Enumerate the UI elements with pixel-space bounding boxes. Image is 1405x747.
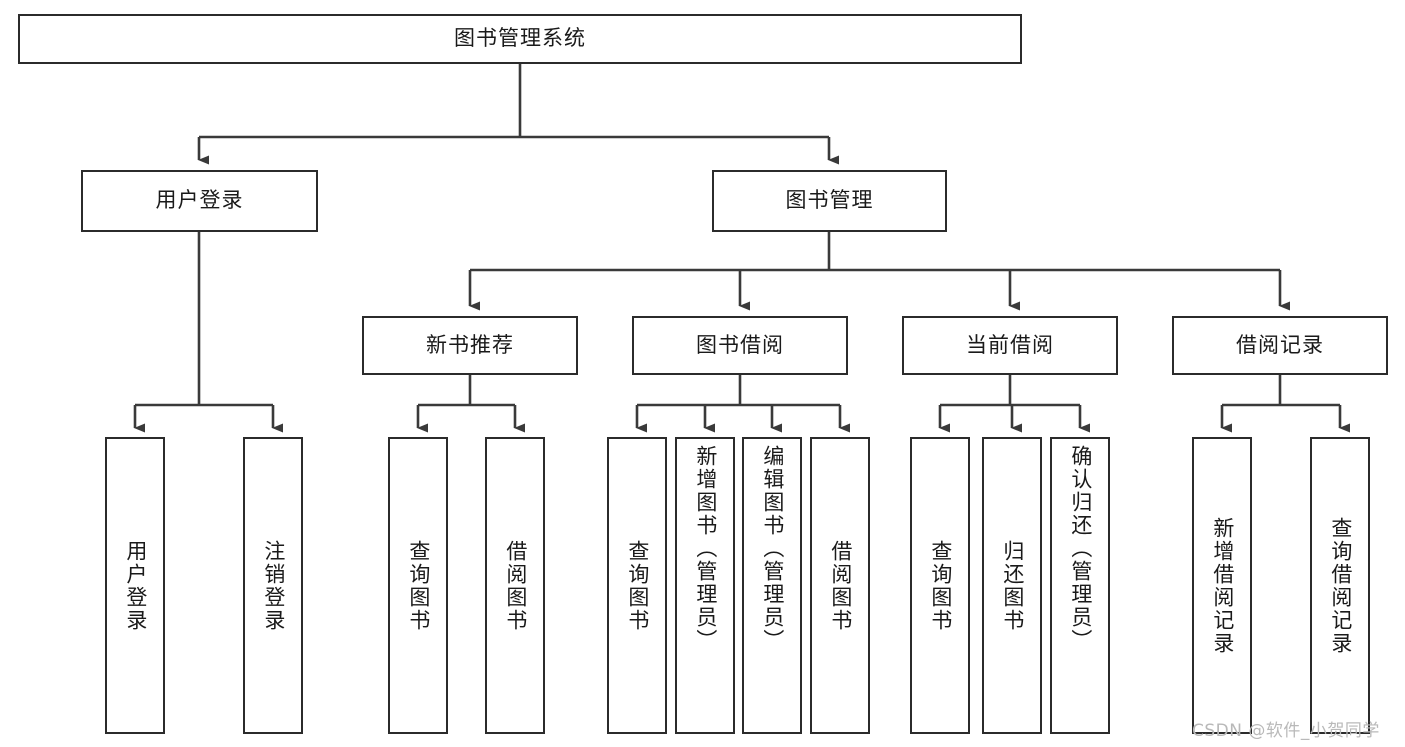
node-leaf-confirm-return-admin-label: 确认归还（管理员） [1068,445,1093,652]
node-user-login-label: 用户登录 [155,188,244,213]
node-book-borrow-label: 图书借阅 [696,332,784,357]
node-borrow-record[interactable]: 借阅记录 [1172,316,1388,375]
node-leaf-query-book-2[interactable]: 查询图书 [607,437,667,734]
node-book-manage-label: 图书管理 [785,188,874,213]
node-leaf-add-book-admin[interactable]: 新增图书（管理员） [675,437,735,734]
node-leaf-edit-book-admin-label: 编辑图书（管理员） [760,445,785,652]
node-root-label: 图书管理系统 [454,26,586,51]
node-leaf-return-book[interactable]: 归还图书 [982,437,1042,734]
node-leaf-edit-book-admin[interactable]: 编辑图书（管理员） [742,437,802,734]
node-root[interactable]: 图书管理系统 [18,14,1022,64]
node-leaf-query-book-1[interactable]: 查询图书 [388,437,448,734]
node-leaf-user-login-label: 用户登录 [123,539,148,632]
csdn-watermark-text: CSDN @软件_小贺同学 [1192,721,1380,741]
node-leaf-user-logout-label: 注销登录 [261,539,286,632]
node-new-book-recommend-label: 新书推荐 [426,332,514,357]
node-user-login[interactable]: 用户登录 [81,170,318,232]
node-borrow-record-label: 借阅记录 [1236,332,1324,357]
node-current-borrow[interactable]: 当前借阅 [902,316,1118,375]
node-leaf-add-book-admin-label: 新增图书（管理员） [693,445,718,652]
csdn-watermark: CSDN @软件_小贺同学 [1192,716,1380,741]
node-leaf-query-book-2-label: 查询图书 [625,539,650,632]
node-leaf-query-borrow-record[interactable]: 查询借阅记录 [1310,437,1370,734]
node-leaf-borrow-book-1[interactable]: 借阅图书 [485,437,545,734]
node-leaf-borrow-book-2-label: 借阅图书 [828,539,853,632]
node-new-book-recommend[interactable]: 新书推荐 [362,316,578,375]
node-current-borrow-label: 当前借阅 [966,332,1054,357]
node-leaf-add-borrow-record[interactable]: 新增借阅记录 [1192,437,1252,734]
node-leaf-query-book-1-label: 查询图书 [406,539,431,632]
node-book-manage[interactable]: 图书管理 [712,170,947,232]
node-leaf-query-borrow-record-label: 查询借阅记录 [1328,516,1353,655]
node-leaf-user-login[interactable]: 用户登录 [105,437,165,734]
node-leaf-user-logout[interactable]: 注销登录 [243,437,303,734]
node-leaf-confirm-return-admin[interactable]: 确认归还（管理员） [1050,437,1110,734]
node-leaf-return-book-label: 归还图书 [1000,539,1025,632]
node-book-borrow[interactable]: 图书借阅 [632,316,848,375]
node-leaf-borrow-book-2[interactable]: 借阅图书 [810,437,870,734]
node-leaf-borrow-book-1-label: 借阅图书 [503,539,528,632]
node-leaf-add-borrow-record-label: 新增借阅记录 [1210,516,1235,655]
node-leaf-query-book-3[interactable]: 查询图书 [910,437,970,734]
node-leaf-query-book-3-label: 查询图书 [928,539,953,632]
